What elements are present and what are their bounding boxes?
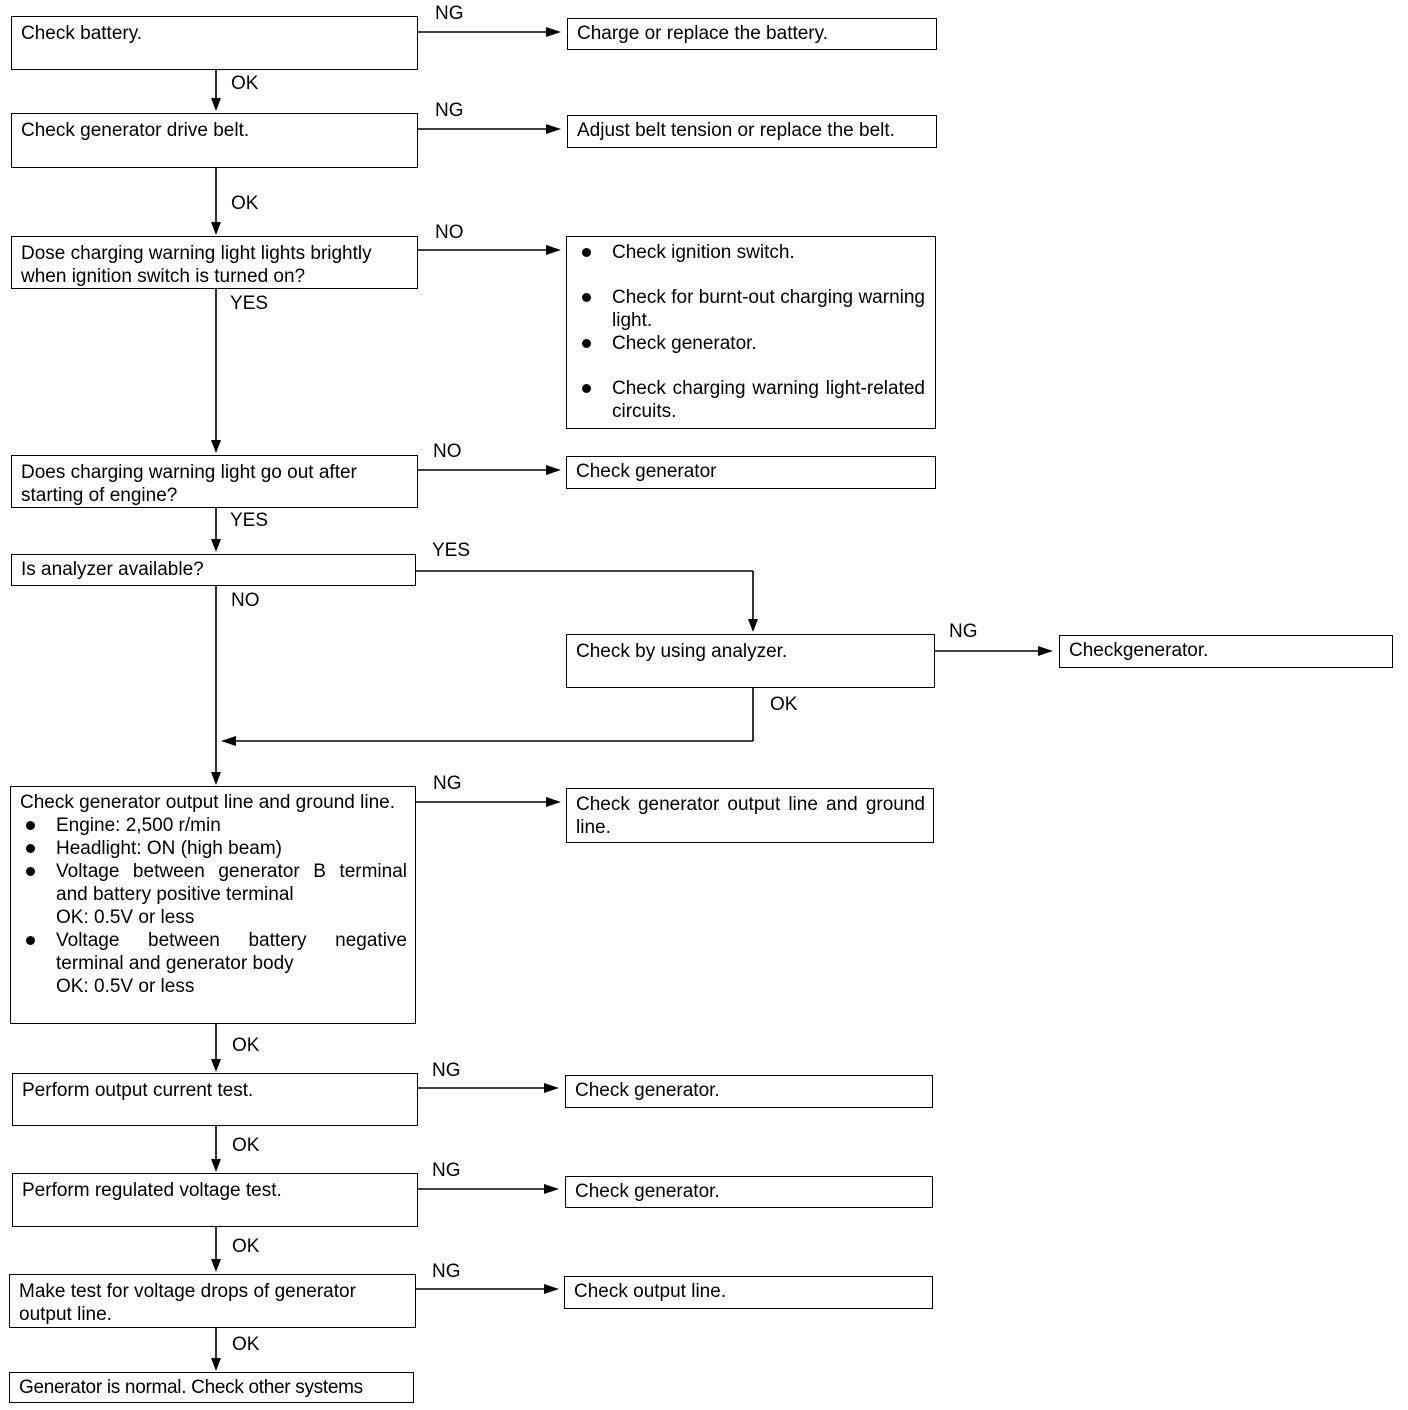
step-text: Dose charging warning light lights brigh… bbox=[21, 243, 372, 287]
result-text: Adjust belt tension or replace the belt. bbox=[577, 120, 895, 141]
branch-label-ng: NG bbox=[432, 1261, 461, 1282]
check-item: Check charging warning light-related cir… bbox=[576, 377, 925, 423]
condition-note: OK: 0.5V or less bbox=[56, 907, 195, 928]
condition-list: Engine: 2,500 r/min Headlight: ON (high … bbox=[20, 814, 407, 906]
result-check-generator-voltage: Check generator. bbox=[565, 1176, 933, 1208]
branch-label-ng: NG bbox=[433, 773, 462, 794]
step-text: Generator is normal. Check other systems bbox=[19, 1377, 363, 1398]
step-voltage-drop-test: Make test for voltage drops of generator… bbox=[9, 1274, 416, 1328]
result-text: Check generator. bbox=[575, 1080, 720, 1101]
result-charge-battery: Charge or replace the battery. bbox=[567, 18, 937, 50]
step-text: Check by using analyzer. bbox=[576, 641, 788, 662]
branch-label-ok: OK bbox=[232, 1035, 260, 1056]
result-check-generator: Check generator bbox=[566, 456, 936, 489]
result-text: Charge or replace the battery. bbox=[577, 23, 829, 44]
step-warning-light-out: Does charging warning light go out after… bbox=[11, 455, 418, 508]
condition-item: Headlight: ON (high beam) bbox=[20, 837, 407, 860]
step-text: Make test for voltage drops of generator… bbox=[19, 1281, 356, 1325]
result-text: Checkgenerator. bbox=[1069, 640, 1209, 661]
step-text: Is analyzer available? bbox=[21, 559, 204, 580]
result-text: Check generator. bbox=[575, 1181, 720, 1202]
result-checks-list: Check ignition switch. Check for burnt-o… bbox=[566, 236, 936, 429]
step-check-battery: Check battery. bbox=[11, 16, 418, 70]
branch-label-ok: OK bbox=[231, 193, 259, 214]
check-item: Check for burnt-out charging warning lig… bbox=[576, 286, 925, 332]
condition-item: Voltage between battery negative termina… bbox=[20, 929, 407, 975]
branch-label-yes: YES bbox=[230, 510, 269, 531]
result-text: Check generator output line and ground l… bbox=[576, 794, 925, 838]
branch-label-ok: OK bbox=[232, 1334, 260, 1355]
step-text: Perform output current test. bbox=[22, 1080, 254, 1101]
branch-label-yes: YES bbox=[230, 293, 269, 314]
step-title: Check generator output line and ground l… bbox=[20, 792, 395, 813]
result-checkgenerator: Checkgenerator. bbox=[1059, 635, 1393, 668]
result-adjust-belt: Adjust belt tension or replace the belt. bbox=[567, 115, 937, 148]
branch-label-no: NO bbox=[435, 222, 464, 243]
step-check-drive-belt: Check generator drive belt. bbox=[11, 113, 418, 168]
step-text: Does charging warning light go out after… bbox=[21, 462, 357, 506]
result-check-output-line: Check output line. bbox=[564, 1276, 933, 1309]
condition-item: Engine: 2,500 r/min bbox=[20, 814, 407, 837]
step-generator-normal: Generator is normal. Check other systems bbox=[9, 1372, 414, 1403]
result-check-output-ground: Check generator output line and ground l… bbox=[566, 788, 934, 843]
step-analyzer-available: Is analyzer available? bbox=[11, 554, 416, 586]
check-list: Check ignition switch. Check for burnt-o… bbox=[576, 241, 925, 423]
branch-label-ok: OK bbox=[232, 1236, 260, 1257]
condition-list: Voltage between battery negative termina… bbox=[20, 929, 407, 975]
step-warning-light-on: Dose charging warning light lights brigh… bbox=[11, 236, 418, 289]
branch-label-ok: OK bbox=[770, 694, 798, 715]
branch-label-ng: NG bbox=[432, 1060, 461, 1081]
check-item: Check generator. bbox=[576, 332, 925, 355]
branch-label-ng: NG bbox=[432, 1160, 461, 1181]
branch-label-ng: NG bbox=[949, 621, 978, 642]
step-regulated-voltage-test: Perform regulated voltage test. bbox=[12, 1173, 418, 1227]
condition-note: OK: 0.5V or less bbox=[56, 976, 195, 997]
step-text: Check battery. bbox=[21, 23, 143, 44]
step-output-line-check: Check generator output line and ground l… bbox=[10, 786, 416, 1024]
branch-label-ok: OK bbox=[232, 1135, 260, 1156]
result-text: Check output line. bbox=[574, 1281, 727, 1302]
branch-label-ng: NG bbox=[435, 3, 464, 24]
step-text: Perform regulated voltage test. bbox=[22, 1180, 282, 1201]
condition-item: Voltage between generator B terminal and… bbox=[20, 860, 407, 906]
branch-label-ok: OK bbox=[231, 73, 259, 94]
result-text: Check generator bbox=[576, 461, 717, 482]
branch-label-no: NO bbox=[231, 590, 260, 611]
branch-label-yes: YES bbox=[432, 540, 471, 561]
check-item: Check ignition switch. bbox=[576, 241, 925, 264]
step-output-current-test: Perform output current test. bbox=[12, 1073, 418, 1126]
result-check-generator-current: Check generator. bbox=[565, 1075, 933, 1108]
branch-label-no: NO bbox=[433, 441, 462, 462]
step-text: Check generator drive belt. bbox=[21, 120, 250, 141]
branch-label-ng: NG bbox=[435, 100, 464, 121]
step-check-by-analyzer: Check by using analyzer. bbox=[566, 634, 935, 688]
